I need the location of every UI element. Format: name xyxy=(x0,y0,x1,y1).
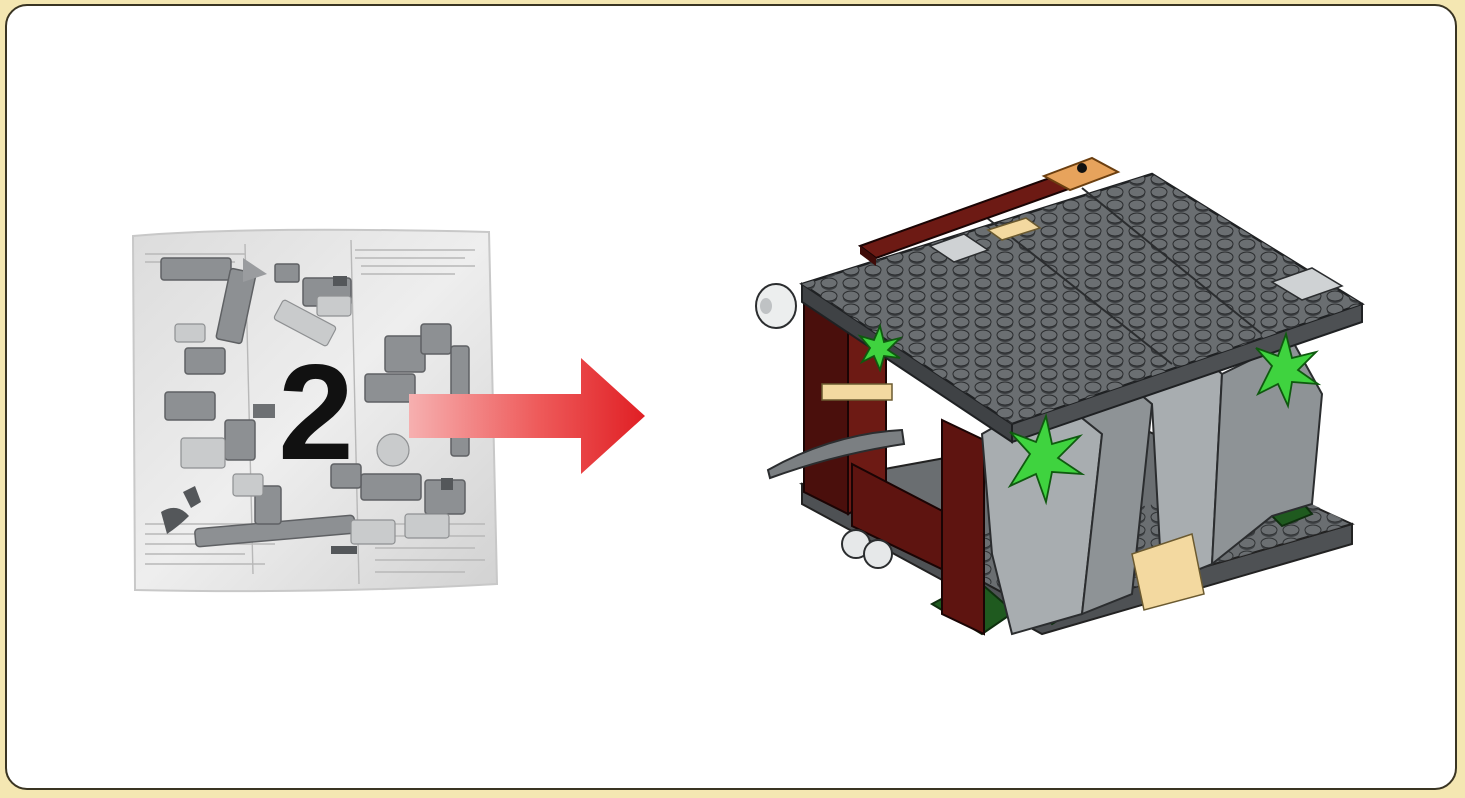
right-arrow-icon xyxy=(409,358,649,482)
bag-number-label: 2 xyxy=(255,347,375,477)
instruction-panel: 2 xyxy=(5,4,1457,790)
lego-model-build-icon xyxy=(752,134,1372,694)
